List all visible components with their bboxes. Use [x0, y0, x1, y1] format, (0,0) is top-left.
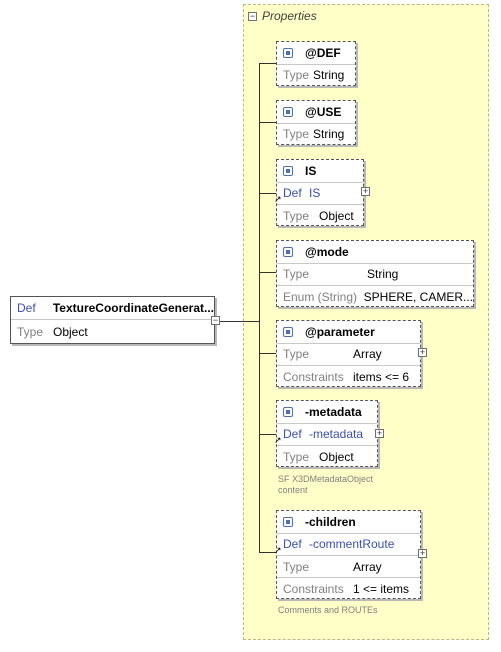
connector-use: [259, 122, 276, 123]
row-value: String: [313, 68, 345, 82]
connector-children: [259, 552, 276, 553]
row-value: String: [367, 267, 399, 281]
attribute-icon: [283, 166, 293, 176]
node-use[interactable]: @USE Type String: [276, 100, 356, 145]
node-name: IS: [305, 164, 317, 178]
attribute-icon: [283, 247, 293, 257]
row-label: Enum (String): [283, 290, 358, 304]
node-note: SF X3DMetadataObject content: [278, 474, 374, 495]
root-collapse-minus-icon[interactable]: −: [211, 315, 220, 325]
node-name: @mode: [305, 245, 349, 259]
row-label: Constraints: [283, 370, 344, 384]
node-is[interactable]: IS Def IS Type Object: [276, 159, 364, 226]
row-label: Type: [283, 450, 310, 464]
row-label: Constraints: [283, 582, 344, 596]
node-name: -metadata: [305, 405, 362, 419]
expand-plus-icon[interactable]: +: [418, 347, 427, 357]
node-name: @parameter: [305, 325, 375, 339]
node-name: @DEF: [305, 46, 341, 60]
root-name: TextureCoordinateGenerat...: [52, 301, 214, 315]
row-value: items <= 6: [353, 370, 410, 384]
row-label: Type: [283, 347, 310, 361]
connector-root-bus: [229, 321, 259, 322]
row-label: Type: [283, 209, 310, 223]
row-value: String: [313, 127, 345, 141]
row-value: SPHERE, CAMER...: [363, 290, 473, 304]
connector-metadata: [259, 434, 276, 435]
node-children[interactable]: -children Def -commentRoute Type Array C…: [276, 510, 421, 599]
attribute-icon: [283, 107, 293, 117]
row-def-value: -commentRoute: [309, 537, 395, 551]
row-def-label: Def: [283, 427, 302, 441]
row-label: Type: [283, 267, 310, 281]
reference-arrow-icon: ↗: [274, 194, 282, 204]
connector-is: [259, 193, 276, 194]
row-value: Object: [319, 450, 354, 464]
connector-parameter: [259, 353, 276, 354]
attribute-icon: [283, 327, 293, 337]
panel-title: Properties: [262, 9, 317, 23]
row-value: Array: [353, 347, 382, 361]
node-def[interactable]: @DEF Type String: [276, 41, 356, 86]
row-label: Type: [283, 127, 310, 141]
expand-plus-icon[interactable]: +: [375, 428, 384, 438]
row-value: Object: [319, 209, 354, 223]
collapse-minus-icon[interactable]: −: [248, 11, 257, 21]
row-label: Type: [283, 68, 310, 82]
node-metadata[interactable]: -metadata Def -metadata Type Object: [276, 400, 378, 467]
row-value: 1 <= items: [353, 582, 410, 596]
expand-plus-icon[interactable]: +: [361, 186, 370, 196]
root-type-label: Type: [17, 325, 44, 339]
reference-arrow-icon: ↗: [274, 545, 282, 555]
row-def-label: Def: [283, 186, 302, 200]
row-def-value: -metadata: [309, 427, 364, 441]
row-label: Type: [283, 560, 310, 574]
node-name: -children: [305, 515, 356, 529]
row-def-label: Def: [283, 537, 302, 551]
attribute-icon: [283, 517, 293, 527]
node-mode[interactable]: @mode Type String Enum (String) SPHERE, …: [276, 240, 474, 307]
attribute-icon: [283, 407, 293, 417]
row-value: Array: [353, 560, 382, 574]
root-node[interactable]: Def TextureCoordinateGenerat... Type Obj…: [10, 296, 215, 344]
node-name: @USE: [305, 105, 342, 119]
root-type-value: Object: [53, 325, 88, 339]
node-note: Comments and ROUTEs: [278, 605, 378, 615]
root-def-label: Def: [17, 301, 36, 315]
connector-bus: [259, 63, 260, 552]
attribute-icon: [283, 48, 293, 58]
reference-arrow-icon: ↗: [274, 435, 282, 445]
connector-root: [215, 321, 229, 322]
expand-plus-icon[interactable]: +: [418, 548, 427, 558]
row-def-value: IS: [309, 186, 321, 200]
connector-mode: [259, 272, 276, 273]
connector-def: [259, 63, 276, 64]
node-parameter[interactable]: @parameter Type Array Constraints items …: [276, 320, 421, 387]
